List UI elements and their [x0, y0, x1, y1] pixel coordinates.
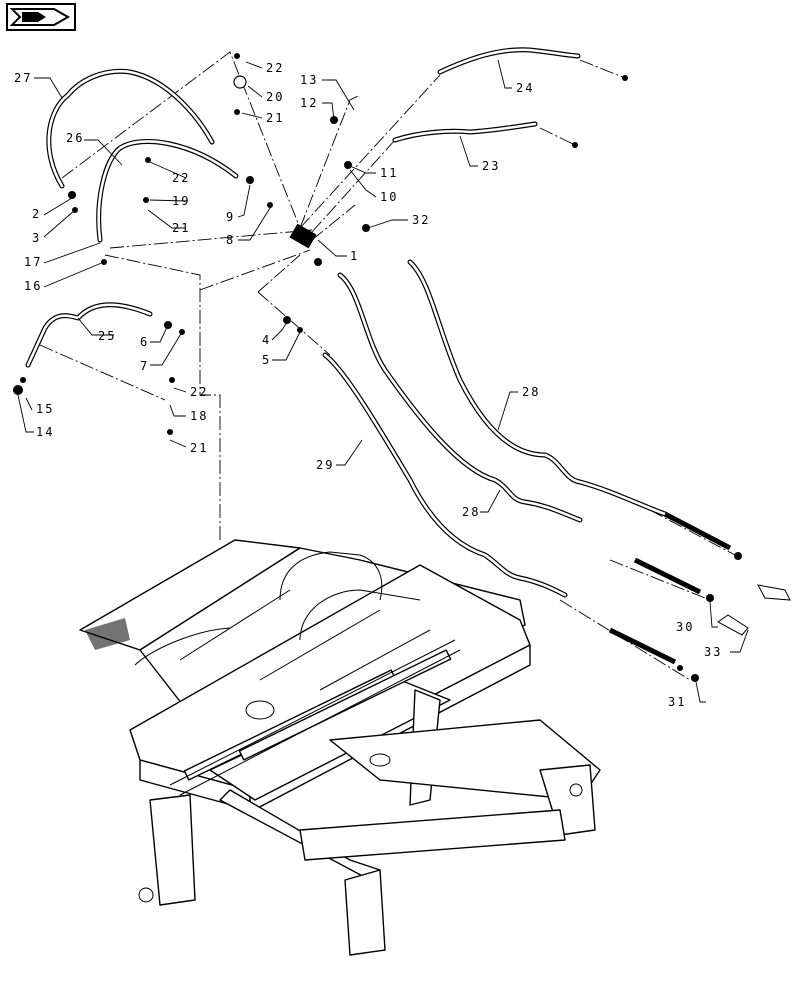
hose-23: [392, 121, 538, 143]
fittings: [13, 53, 791, 682]
callout-10: 10: [380, 190, 398, 204]
callout-18: 18: [190, 409, 208, 423]
callout-8: 8: [226, 233, 235, 247]
callout-22-lower: 22: [190, 385, 208, 399]
callout-22-mid: 22: [172, 171, 190, 185]
hose-26: [96, 138, 239, 243]
page-navigation-badge[interactable]: [6, 3, 76, 31]
leader-lines: [17, 59, 749, 703]
callout-12: 12: [300, 96, 318, 110]
callout-labels: 27 26 2 3 17 16 25 6 7 15 14 22 18 21 22…: [14, 61, 722, 709]
callout-30: 30: [676, 620, 694, 634]
callout-17: 17: [24, 255, 42, 269]
callout-16: 16: [24, 279, 42, 293]
callout-20: 20: [266, 90, 284, 104]
implement-frame: [79, 539, 601, 956]
callout-7: 7: [140, 359, 149, 373]
hose-25: [25, 302, 153, 368]
callout-14: 14: [36, 425, 54, 439]
callout-5: 5: [262, 353, 271, 367]
callout-15: 15: [36, 402, 54, 416]
callout-22-top: 22: [266, 61, 284, 75]
callout-32: 32: [412, 213, 430, 227]
callout-11: 11: [380, 166, 398, 180]
callout-19: 19: [172, 194, 190, 208]
callout-21-lower: 21: [190, 441, 208, 455]
hose-27: [46, 68, 215, 189]
callout-9: 9: [226, 210, 235, 224]
callout-29: 29: [316, 458, 334, 472]
callout-21-mid: 21: [172, 221, 190, 235]
callout-24: 24: [516, 81, 534, 95]
page-back-arrow-icon[interactable]: [8, 5, 74, 29]
callout-28-upper: 28: [522, 385, 540, 399]
callout-13: 13: [300, 73, 318, 87]
callout-1: 1: [350, 249, 359, 263]
callout-31: 31: [668, 695, 686, 709]
callout-33: 33: [704, 645, 722, 659]
hose-24: [437, 47, 581, 75]
callout-2: 2: [32, 207, 41, 221]
callout-4: 4: [262, 333, 271, 347]
callout-21-top: 21: [266, 111, 284, 125]
callout-28-lower: 28: [462, 505, 480, 519]
tube-28-upper: [407, 259, 668, 517]
callout-26: 26: [66, 131, 84, 145]
hose-ends: [608, 511, 732, 665]
callout-6: 6: [140, 335, 149, 349]
callout-23: 23: [482, 159, 500, 173]
callout-3: 3: [32, 231, 41, 245]
callout-27: 27: [14, 71, 32, 85]
tube-28-lower: [337, 272, 583, 523]
callout-25: 25: [98, 329, 116, 343]
tube-29: [322, 352, 568, 598]
